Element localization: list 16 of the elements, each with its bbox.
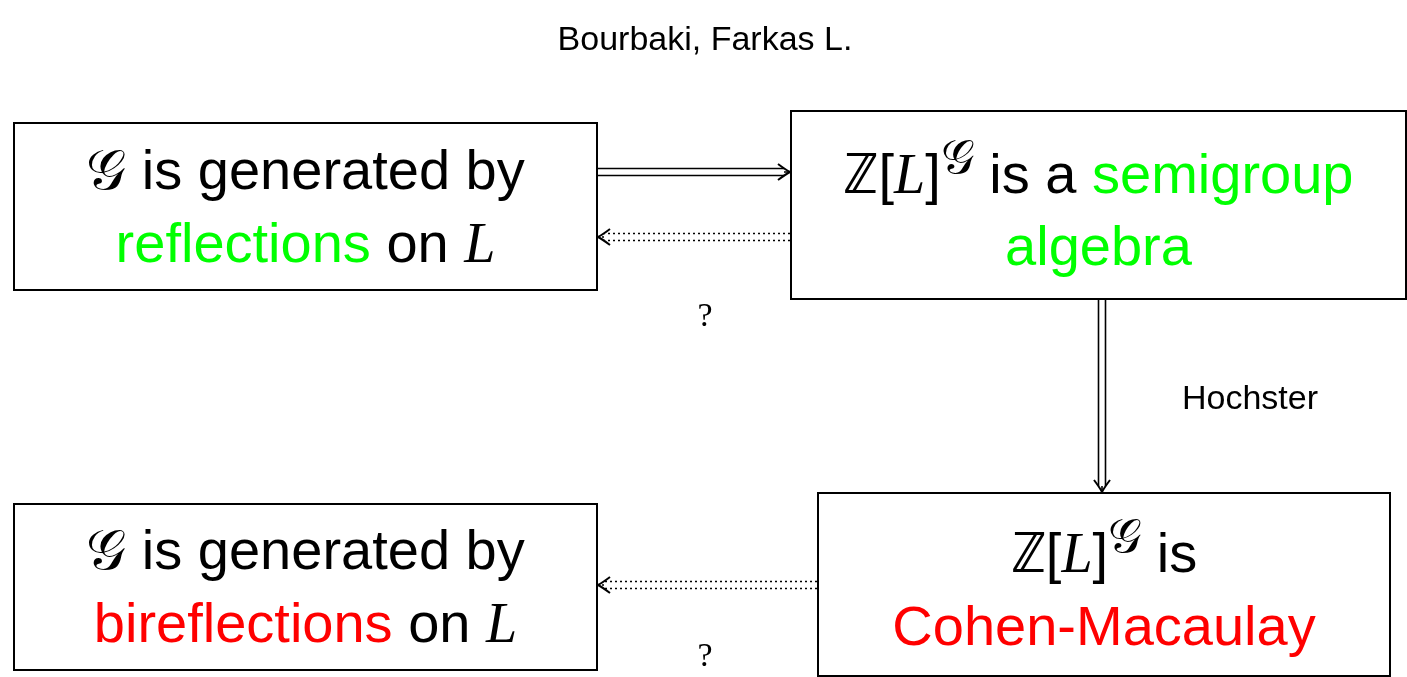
dotted-arrow [597, 576, 818, 594]
edge-label: ? [696, 635, 714, 675]
statement-box [13, 503, 598, 671]
statement-box [790, 110, 1407, 300]
dotted-arrow [597, 228, 791, 246]
statement-text: ℤ[L]$^{𝒢}$ is a semigroup algebra [842, 129, 1355, 280]
statement-text: 𝒢 is generated by bireflections on L [85, 517, 526, 656]
double-arrow [1093, 299, 1111, 493]
statement-text: 𝒢 is generated by reflections on L [85, 136, 526, 276]
double-arrow [597, 163, 791, 181]
statement-box [13, 122, 598, 291]
edge-label: ? [696, 295, 714, 335]
statement-box [817, 492, 1391, 677]
edge-label: Bourbaki, Farkas L. [556, 18, 854, 59]
statement-text: ℤ[L]$^{𝒢}$ is Cohen-Macaulay [891, 509, 1317, 659]
edge-label: Hochster [1180, 377, 1320, 418]
